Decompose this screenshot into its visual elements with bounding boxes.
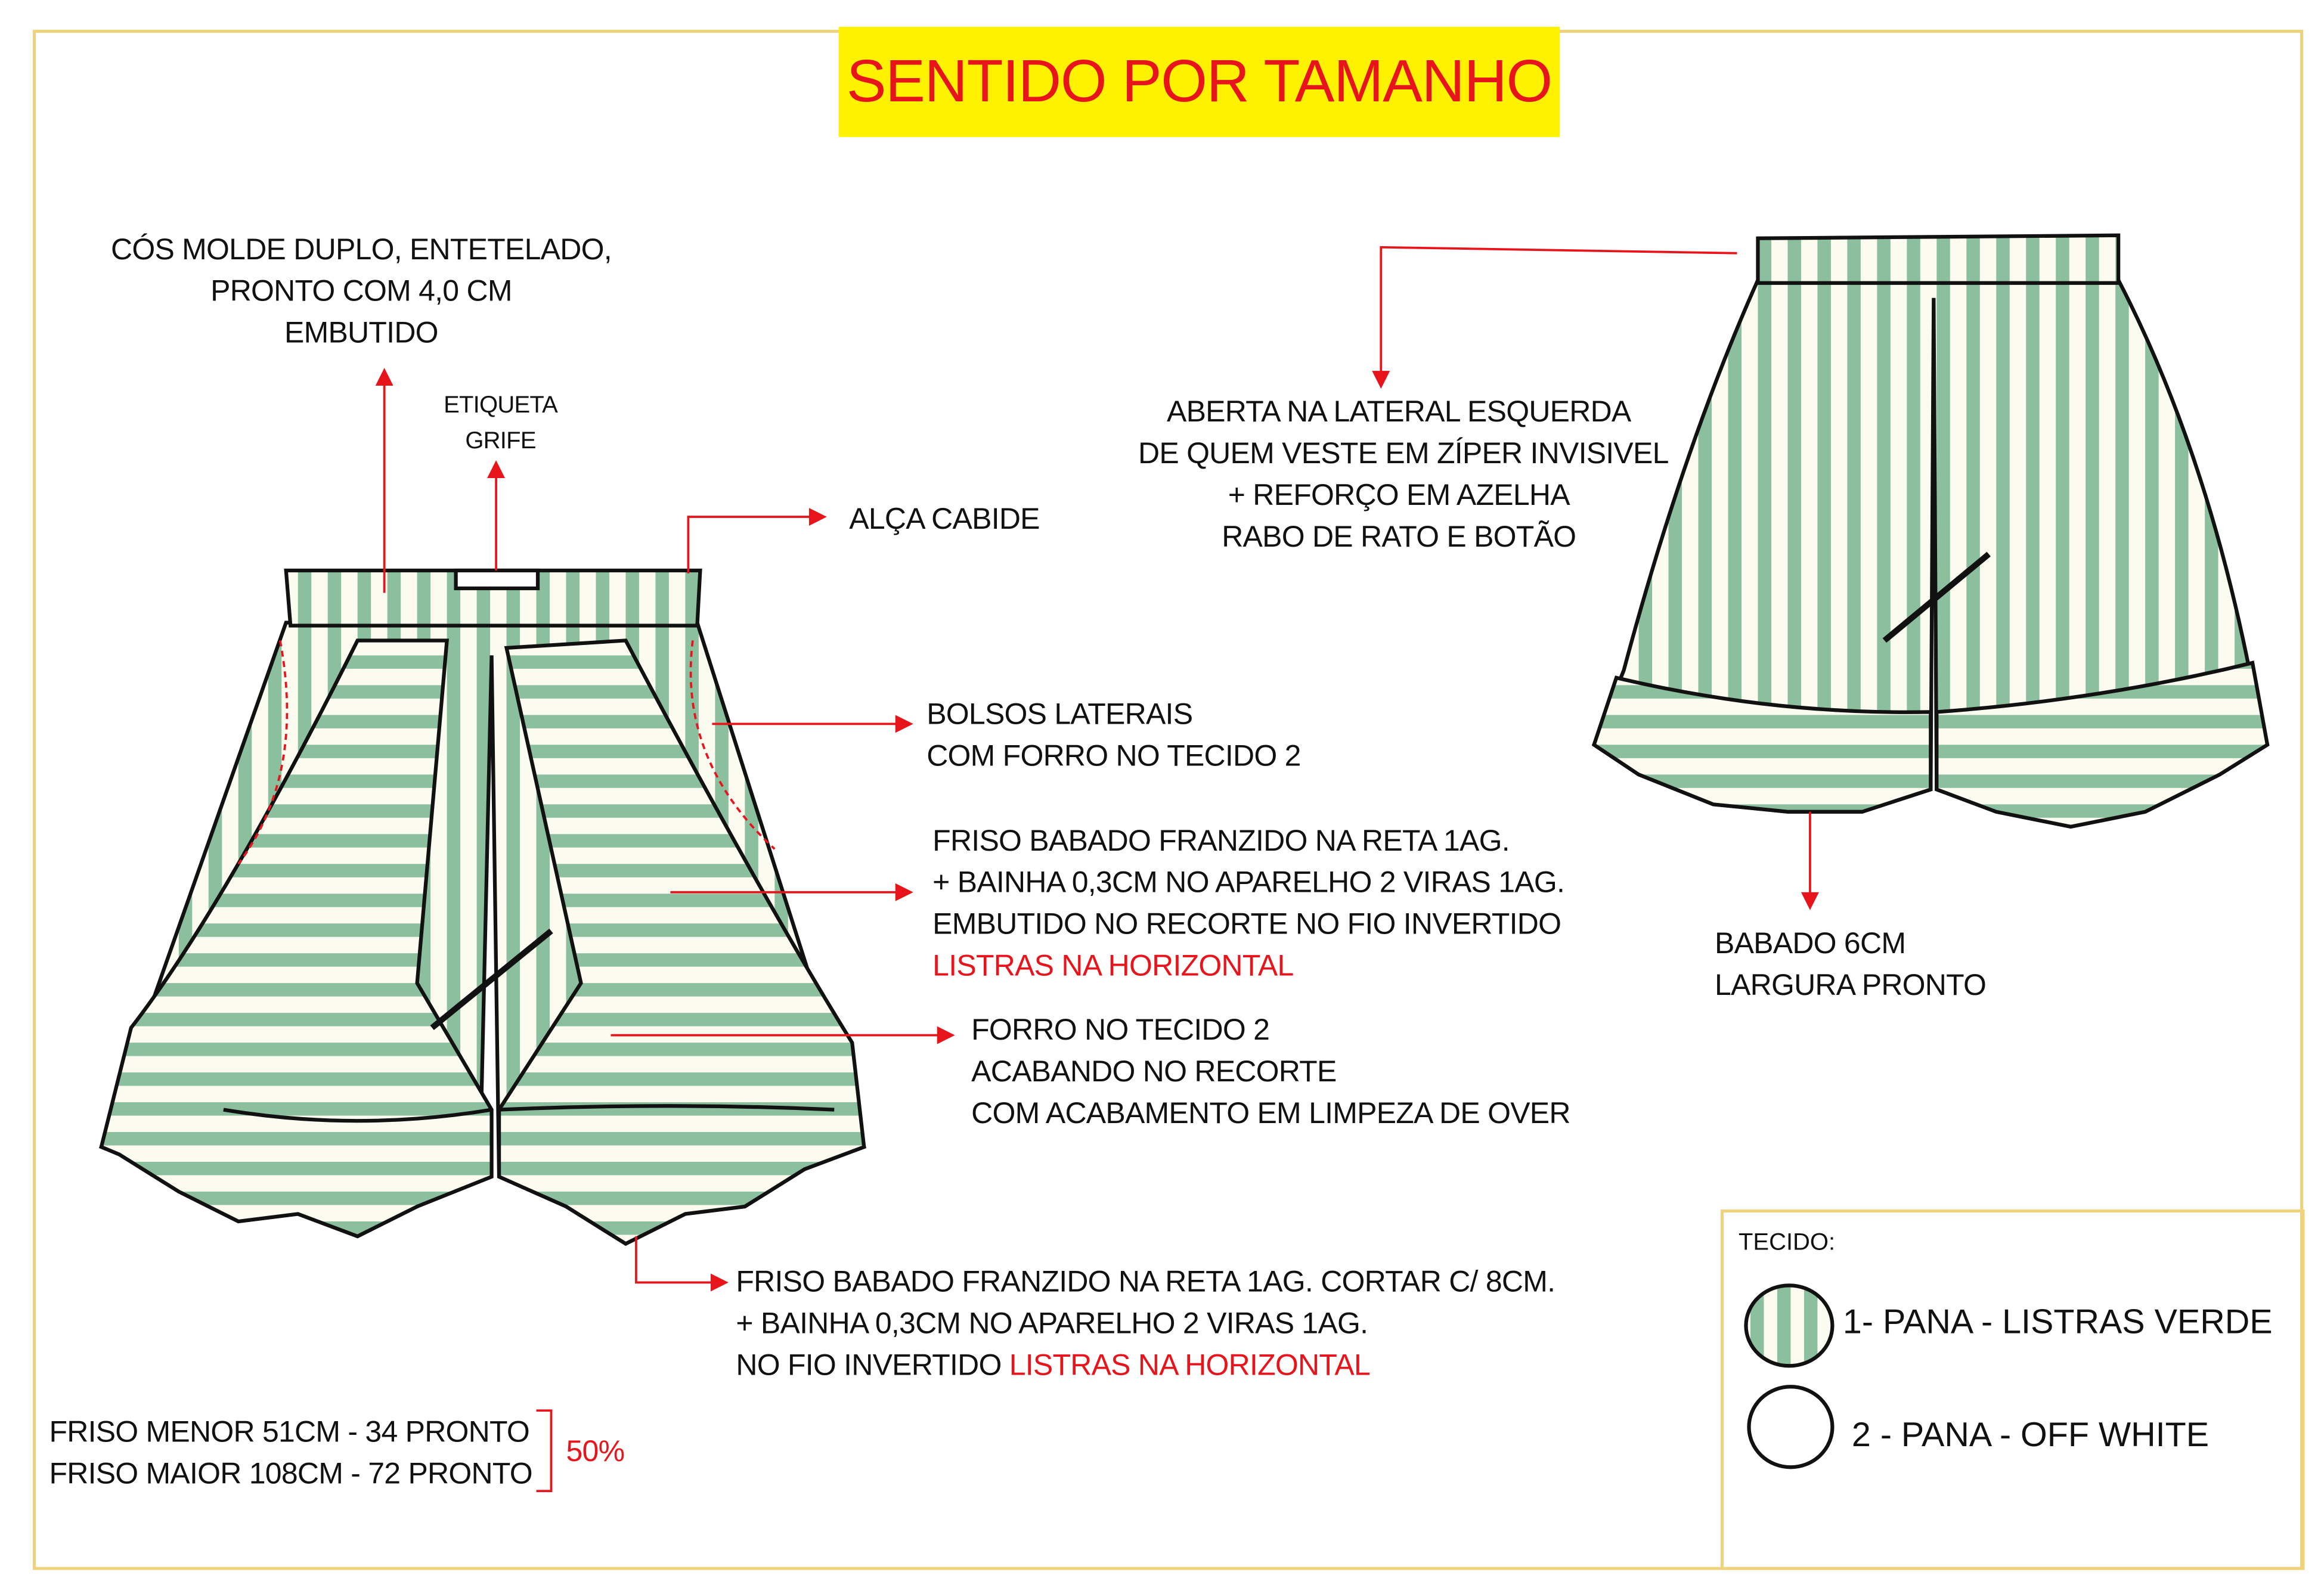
note-line: COM ACABAMENTO EM LIMPEZA DE OVER xyxy=(971,1097,1570,1131)
seam-ruffle-note: FRISO BABADO FRANZIDO NA RETA 1AG. + BAI… xyxy=(932,821,1565,988)
note-line: BOLSOS LATERAIS xyxy=(926,698,1193,731)
legend-heading: TECIDO: xyxy=(1738,1230,1836,1256)
legend-item: 2 - PANA - OFF WHITE xyxy=(1851,1415,2210,1454)
note-line: GRIFE xyxy=(465,429,536,455)
note-line: EMBUTIDO xyxy=(284,317,439,351)
front-view-shorts xyxy=(98,568,867,1246)
hanger-loop-note: ALÇA CABIDE xyxy=(849,503,1040,536)
note-line-highlight: LISTRAS NA HORIZONTAL xyxy=(1009,1349,1371,1382)
note-line: + BAINHA 0,3CM NO APARELHO 2 VIRAS 1AG. xyxy=(736,1307,1368,1341)
note-line: COM FORRO NO TECIDO 2 xyxy=(926,740,1301,773)
label-note: ETIQUETA GRIFE xyxy=(426,389,575,460)
note-line: FRISO BABADO FRANZIDO NA RETA 1AG. CORTA… xyxy=(736,1266,1555,1299)
note-line: NO FIO INVERTIDO xyxy=(736,1349,1009,1382)
legend-swatches xyxy=(1744,1283,1835,1469)
friso-maior: FRISO MAIOR 108CM - 72 PRONTO xyxy=(49,1458,532,1491)
back-view-shorts xyxy=(1591,233,2270,829)
waistband xyxy=(284,568,702,628)
note-line: FORRO NO TECIDO 2 xyxy=(971,1014,1270,1047)
striped-fabric-swatch xyxy=(1744,1283,1835,1368)
back-waistband xyxy=(1756,233,2121,285)
note-line: ETIQUETA xyxy=(444,393,558,419)
note-line: LARGURA PRONTO xyxy=(1715,969,1987,1003)
percent-label: 50% xyxy=(566,1435,625,1469)
note-line: PRONTO COM 4,0 CM xyxy=(210,275,512,309)
hem-ruffle-note: FRISO BABADO FRANZIDO NA RETA 1AG. CORTA… xyxy=(736,1261,1555,1387)
note-line: CÓS MOLDE DUPLO, ENTETELADO, xyxy=(110,234,612,267)
friso-menor: FRISO MENOR 51CM - 34 PRONTO xyxy=(49,1416,530,1450)
page-title: SENTIDO POR TAMANHO xyxy=(838,26,1560,137)
brand-label xyxy=(454,568,540,591)
waistband-note: CÓS MOLDE DUPLO, ENTETELADO, PRONTO COM … xyxy=(104,230,618,355)
opening-note: ABERTA NA LATERAL ESQUERDA DE QUEM VESTE… xyxy=(1138,392,1669,559)
ruffle-width-note: BABADO 6CM LARGURA PRONTO xyxy=(1715,923,1987,1007)
note-line: + BAINHA 0,3CM NO APARELHO 2 VIRAS 1AG. xyxy=(932,867,1565,900)
legend-item: 1- PANA - LISTRAS VERDE xyxy=(1842,1301,2273,1341)
note-line: BABADO 6CM xyxy=(1715,928,1906,961)
callout-arrows xyxy=(237,246,1819,1493)
note-line: EMBUTIDO NO RECORTE NO FIO INVERTIDO xyxy=(932,908,1561,942)
offwhite-fabric-swatch xyxy=(1747,1385,1835,1469)
pockets-note: BOLSOS LATERAIS COM FORRO NO TECIDO 2 xyxy=(926,694,1301,777)
note-line-highlight: LISTRAS NA HORIZONTAL xyxy=(932,950,1294,984)
fabric-legend: TECIDO: 1- PANA - LISTRAS VERDE 2 - PANA… xyxy=(1720,1209,2305,1570)
note-line: RABO DE RATO E BOTÃO xyxy=(1222,521,1576,554)
note-line: + REFORÇO EM AZELHA xyxy=(1228,479,1570,513)
ruffle-sizes-note: FRISO MENOR 51CM - 34 PRONTO FRISO MAIOR… xyxy=(49,1412,532,1496)
note-line: ABERTA NA LATERAL ESQUERDA xyxy=(1166,396,1631,429)
note-line: FRISO BABADO FRANZIDO NA RETA 1AG. xyxy=(932,825,1510,858)
note-line: ACABANDO NO RECORTE xyxy=(971,1056,1337,1089)
right-ruffle xyxy=(497,638,866,1246)
left-ruffle xyxy=(99,638,494,1239)
note-line: DE QUEM VESTE EM ZÍPER INVISIVEL xyxy=(1138,438,1669,471)
lining-note: FORRO NO TECIDO 2 ACABANDO NO RECORTE CO… xyxy=(971,1010,1570,1135)
